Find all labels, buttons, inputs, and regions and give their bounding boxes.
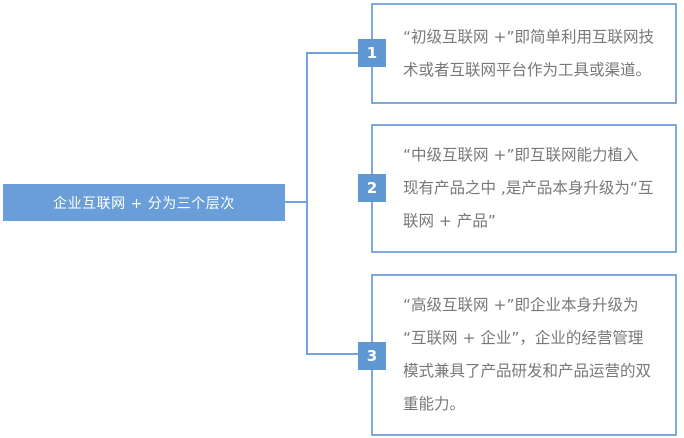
level-1-number-badge: 1 bbox=[358, 39, 386, 67]
root-node: 企业互联网 + 分为三个层次 bbox=[3, 184, 285, 221]
connector-branch-3 bbox=[306, 353, 372, 355]
level-3-number: 3 bbox=[366, 347, 378, 365]
connector-trunk bbox=[306, 52, 308, 355]
level-1-text: “初级互联网 +”即简单利用互联网技 术或者互联网平台作为工具或渠道。 bbox=[403, 27, 654, 79]
level-2-text: “中级互联网 +”即互联网能力植入 现有产品之中 ,是产品本身升级为“互 联网 … bbox=[403, 146, 654, 230]
level-3-box: “高级互联网 +”即企业本身升级为 “互联网 + 企业”，企业的经营管理 模式兼… bbox=[371, 274, 677, 436]
level-1-number: 1 bbox=[366, 44, 378, 62]
level-3-text: “高级互联网 +”即企业本身升级为 “互联网 + 企业”，企业的经营管理 模式兼… bbox=[403, 296, 652, 413]
level-1-box: “初级互联网 +”即简单利用互联网技 术或者互联网平台作为工具或渠道。 bbox=[371, 3, 677, 104]
root-node-label: 企业互联网 + 分为三个层次 bbox=[53, 195, 235, 212]
level-2-number-badge: 2 bbox=[358, 174, 386, 202]
connector-branch-1 bbox=[306, 52, 372, 54]
level-2-box: “中级互联网 +”即互联网能力植入 现有产品之中 ,是产品本身升级为“互 联网 … bbox=[371, 124, 677, 253]
level-3-number-badge: 3 bbox=[358, 342, 386, 370]
connector-root-to-trunk bbox=[285, 201, 307, 203]
level-2-number: 2 bbox=[366, 179, 378, 197]
